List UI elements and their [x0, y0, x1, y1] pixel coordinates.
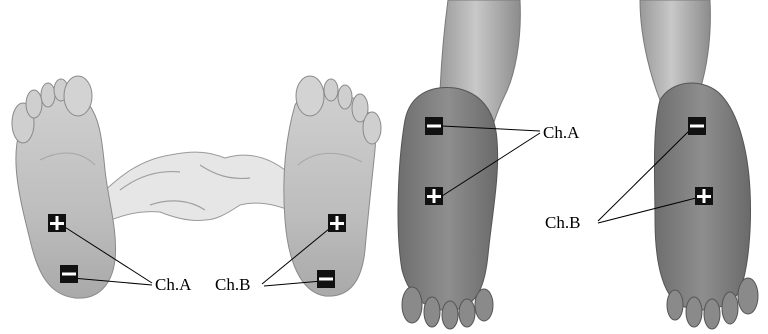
electrode-negative-right-dorsum — [688, 117, 706, 135]
electrode-positive-left-sole — [48, 214, 66, 232]
right-leg — [640, 0, 758, 329]
electrode-positive-left-dorsum — [425, 187, 443, 205]
ankle-region — [95, 152, 302, 225]
electrode-negative-left-sole — [60, 265, 78, 283]
left-leg — [398, 0, 520, 329]
electrode-positive-right-dorsum — [695, 187, 713, 205]
plantar-view: Ch.A Ch.B — [12, 76, 381, 298]
label-ch-a-plantar: Ch.A — [155, 275, 192, 294]
label-ch-a-dorsal: Ch.A — [543, 123, 580, 142]
electrode-positive-right-sole — [328, 214, 346, 232]
left-foot-sole — [12, 76, 116, 298]
label-ch-b-plantar: Ch.B — [215, 275, 250, 294]
electrode-negative-left-dorsum — [425, 117, 443, 135]
dorsal-view: Ch.A Ch.B — [398, 0, 758, 329]
label-ch-b-dorsal: Ch.B — [545, 213, 580, 232]
right-foot-sole — [284, 76, 381, 296]
electrode-negative-right-sole — [317, 270, 335, 288]
